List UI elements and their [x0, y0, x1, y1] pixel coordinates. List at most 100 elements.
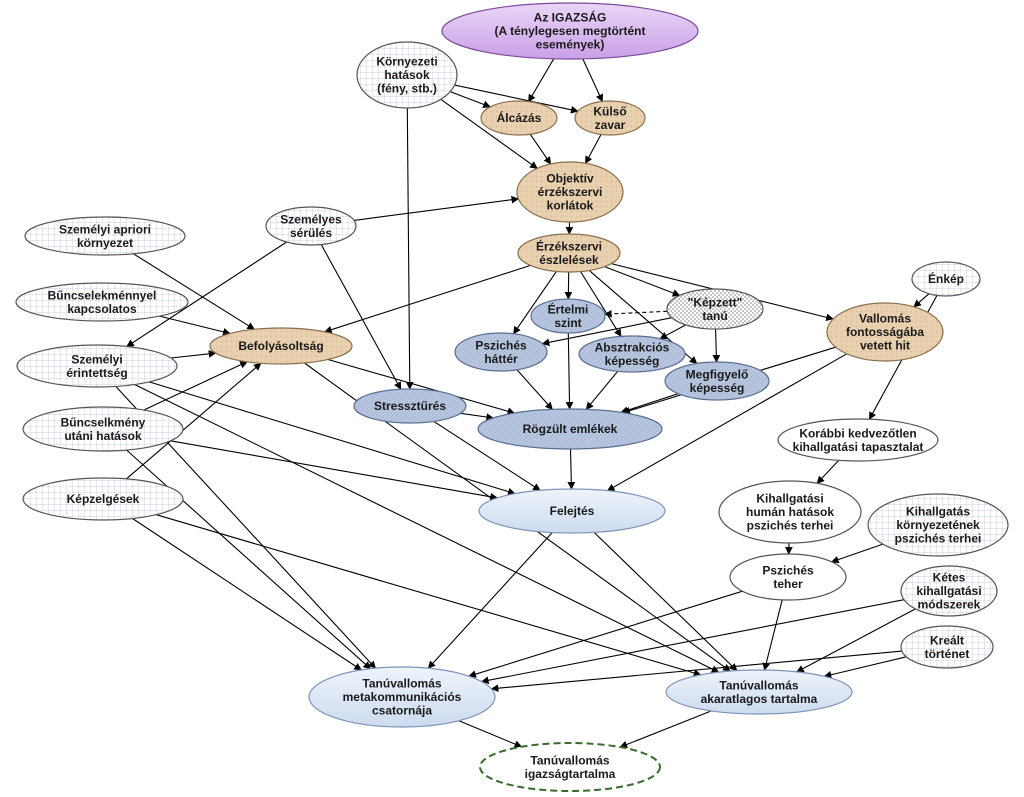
node-shape-kepzelgesek: [22, 477, 184, 521]
node-label-akaratlagos-0: Tanúvallomás: [719, 678, 798, 692]
node-label-igazsag-2: események): [536, 38, 605, 52]
node-shape-igazsagtartalma: [479, 742, 661, 792]
edge-kornyezeti-to-stressz: [405, 107, 414, 390]
node-shape-alcazas: [480, 100, 558, 136]
node-label-befolyasoltsag-0: Befolyásoltság: [238, 339, 323, 353]
edge-pszyches_teher-to-akaratlagos: [762, 599, 783, 671]
node-shape-kihallgatasi-human: [718, 480, 862, 544]
node-label-szemelyes-serules-1: sérülés: [290, 226, 332, 240]
edge-stressz-to-felejtes: [433, 420, 541, 491]
node-shape-objektiv: [516, 161, 624, 223]
node-label-erzekszervi-1: észlelések: [539, 253, 599, 267]
node-befolyasoltsag: Befolyásoltság: [209, 327, 353, 365]
node-label-szemelyi-erintettseg-1: érintettség: [66, 366, 127, 380]
node-shape-vallomas-hit: [826, 302, 944, 362]
node-shape-felejtes: [478, 488, 666, 534]
node-igazsag: Az IGAZSÁG(A ténylegesen megtörténtesemé…: [441, 2, 699, 60]
node-label-ketes-1: kihallgatási: [916, 584, 981, 598]
node-label-absztrakcios-1: képesség: [605, 354, 660, 368]
edge-kornyezeti-to-objektiv: [440, 98, 538, 169]
edge-kulso-to-objektiv: [585, 134, 602, 164]
edge-alcazas-to-objektiv: [529, 133, 552, 165]
node-shape-befolyasoltsag: [209, 327, 353, 365]
node-shape-szemelyi-apriori: [24, 216, 186, 256]
edge-megfigyelo-to-rogzult: [620, 393, 679, 414]
node-label-stressz-0: Stressztűrés: [374, 399, 446, 413]
node-label-vallomas-hit-0: Vallomás: [859, 312, 911, 326]
edge-kepzett-to-absztrakcios: [659, 324, 687, 340]
edge-kepzett-to-megfigyelo: [712, 328, 721, 363]
node-label-ketes-0: Kétes: [933, 571, 966, 585]
edge-erzekszervi-to-befolyasoltsag: [324, 264, 531, 334]
node-label-pszyches-teher-1: teher: [773, 577, 803, 591]
edge-szemelyi_erintettseg-to-befolyasoltsag: [170, 350, 217, 359]
node-kepzett: "Képzett"tanú: [666, 288, 764, 330]
node-label-objektiv-0: Objektív: [546, 172, 594, 186]
edge-erzekszervi-to-absztrakcios: [580, 271, 622, 338]
node-shape-erzekszervi: [517, 233, 621, 273]
node-label-vallomas-hit-1: fontosságába: [846, 325, 924, 339]
node-label-kihallgatas-kornyezet-0: Kihallgatás: [906, 505, 970, 519]
edge-kornyezeti-to-alcazas: [450, 91, 491, 109]
node-label-igazsag-1: (A ténylegesen megtörtént: [495, 24, 646, 38]
node-label-pszyches-hatter-1: háttér: [484, 352, 518, 366]
edge-buncselekmennyel-to-befolyasoltsag: [159, 315, 231, 336]
edge-akaratlagos-to-igazsagtartalma: [619, 710, 712, 749]
node-label-ketes-2: módszerek: [918, 598, 981, 612]
node-label-szemelyes-serules-0: Személyes: [280, 212, 342, 226]
node-shape-absztrakcios: [578, 335, 686, 373]
edge-krealt-to-metakom: [490, 650, 902, 692]
node-label-metakom-1: metakommunikációs: [343, 690, 462, 704]
node-label-kihallgatas-kornyezet-2: pszichés terhei: [895, 532, 982, 546]
node-shape-buncselekmeny-utani: [22, 406, 184, 452]
node-label-korabbi-1: kihallgatási tapasztalat: [793, 440, 924, 454]
edge-kepzett-to-pszyches_hatter: [541, 317, 672, 347]
node-shape-metakom: [308, 666, 496, 728]
node-shape-igazsag: [441, 2, 699, 60]
edge-vallomas_hit-to-felejtes: [606, 353, 848, 492]
edge-stressz-to-rogzult: [460, 412, 495, 421]
node-shape-kihallgatas-kornyezet: [867, 493, 1009, 557]
node-label-metakom-2: csatornája: [372, 704, 432, 718]
edge-pszyches_hatter-to-rogzult: [516, 369, 553, 410]
node-label-metakom-0: Tanúvallomás: [362, 677, 441, 691]
edge-szemelyes_serules-to-objektiv: [353, 195, 520, 221]
edge-szemelyi_erintettseg-to-felejtes: [149, 381, 516, 496]
edge-szemelyi_apriori-to-befolyasoltsag: [133, 253, 255, 330]
edge-ketes-to-akaratlagos: [796, 608, 916, 673]
node-label-rogzult-0: Rögzült emlékek: [523, 422, 618, 436]
node-label-absztrakcios-0: Absztrakciós: [595, 340, 670, 354]
edge-absztrakcios-to-rogzult: [585, 370, 619, 410]
node-rogzult: Rögzült emlékek: [477, 408, 663, 450]
node-shape-pszyches-teher: [729, 553, 847, 601]
edge-buncselekmeny_utani-to-befolyasoltsag: [143, 361, 248, 411]
edge-korabbi-to-kihallgatasi_human: [816, 460, 840, 484]
edge-buncselekmeny_utani-to-felejtes: [170, 440, 498, 501]
node-label-kornyezeti-1: hatások: [384, 68, 430, 82]
node-label-alcazas-0: Álcázás: [497, 110, 542, 125]
node-enkep: Énkép: [911, 261, 981, 297]
node-label-vallomas-hit-2: vetett hit: [860, 339, 910, 353]
node-label-enkep-0: Énkép: [928, 271, 964, 286]
node-label-krealt-1: történet: [925, 647, 970, 661]
node-label-kepzelgesek-0: Képzelgések: [67, 492, 140, 506]
node-label-korabbi-0: Korábbi kedvezőtlen: [799, 426, 916, 440]
edge-rogzult-to-felejtes: [567, 448, 576, 490]
edges-layer: [115, 58, 938, 749]
node-label-pszyches-hatter-0: Pszichés: [475, 338, 527, 352]
nodes-layer: Az IGAZSÁG(A ténylegesen megtörténtesemé…: [15, 2, 1009, 792]
edge-kepzelgesek-to-metakom: [132, 518, 362, 671]
edge-ketes-to-metakom: [480, 599, 905, 685]
node-shape-pszyches-hatter: [454, 332, 548, 372]
node-label-kihallgatas-kornyezet-1: környezetének: [896, 518, 980, 532]
node-label-pszyches-teher-0: Pszichés: [762, 563, 814, 577]
